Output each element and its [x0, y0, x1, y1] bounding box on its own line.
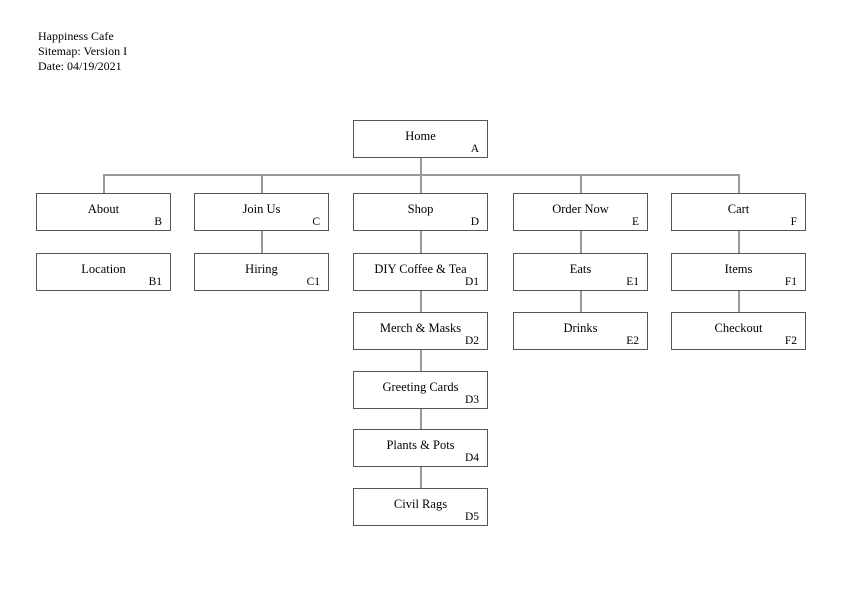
- connector-line: [102, 174, 740, 176]
- sitemap-node-c: Join Us C: [194, 193, 329, 231]
- connector-line: [579, 176, 582, 193]
- node-code: F2: [784, 335, 797, 347]
- node-code: D5: [464, 511, 479, 523]
- node-code: C: [312, 216, 320, 228]
- node-code: D: [470, 216, 479, 228]
- connector-line: [419, 158, 422, 176]
- node-code: F1: [784, 276, 797, 288]
- sitemap-node-a: Home A: [353, 120, 488, 158]
- connector-line: [419, 467, 422, 488]
- connector-line: [737, 176, 740, 193]
- node-code: F: [790, 216, 797, 228]
- connector-line: [260, 176, 263, 193]
- node-label: Shop: [407, 202, 434, 216]
- node-code: C1: [306, 276, 320, 288]
- node-code: A: [470, 143, 479, 155]
- doc-title: Happiness Cafe: [38, 29, 114, 43]
- node-code: E2: [626, 335, 639, 347]
- connector-line: [419, 350, 422, 371]
- node-label: Order Now: [552, 202, 609, 216]
- node-label: Cart: [727, 202, 750, 216]
- connector-line: [737, 231, 740, 253]
- node-code: B: [154, 216, 162, 228]
- node-label: Civil Rags: [393, 497, 448, 511]
- connector-line: [260, 231, 263, 253]
- node-label: About: [87, 202, 120, 216]
- node-code: E: [631, 216, 639, 228]
- node-code: E1: [626, 276, 639, 288]
- doc-date: Date: 04/19/2021: [38, 59, 122, 73]
- node-code: D4: [464, 452, 479, 464]
- doc-version: Sitemap: Version I: [38, 44, 128, 58]
- document-header: Happiness Cafe Sitemap: Version I Date: …: [38, 29, 127, 74]
- connector-line: [102, 176, 105, 193]
- node-label: DIY Coffee & Tea: [374, 262, 467, 276]
- node-label: Location: [81, 262, 126, 276]
- node-label: Eats: [569, 262, 592, 276]
- node-label: Join Us: [242, 202, 281, 216]
- connector-line: [737, 291, 740, 312]
- connector-line: [579, 231, 582, 253]
- node-code: B1: [148, 276, 162, 288]
- node-code: D3: [464, 394, 479, 406]
- node-label: Drinks: [563, 321, 598, 335]
- node-code: D1: [464, 276, 479, 288]
- node-label: Plants & Pots: [386, 438, 455, 452]
- node-code: D2: [464, 335, 479, 347]
- connector-line: [419, 409, 422, 429]
- connector-line: [579, 291, 582, 312]
- node-label: Checkout: [714, 321, 763, 335]
- connector-line: [419, 231, 422, 253]
- connector-line: [419, 291, 422, 312]
- node-label: Hiring: [245, 262, 278, 276]
- connector-line: [419, 176, 422, 193]
- node-label: Home: [405, 129, 436, 143]
- node-label: Greeting Cards: [382, 380, 459, 394]
- node-label: Items: [724, 262, 753, 276]
- node-label: Merch & Masks: [379, 321, 462, 335]
